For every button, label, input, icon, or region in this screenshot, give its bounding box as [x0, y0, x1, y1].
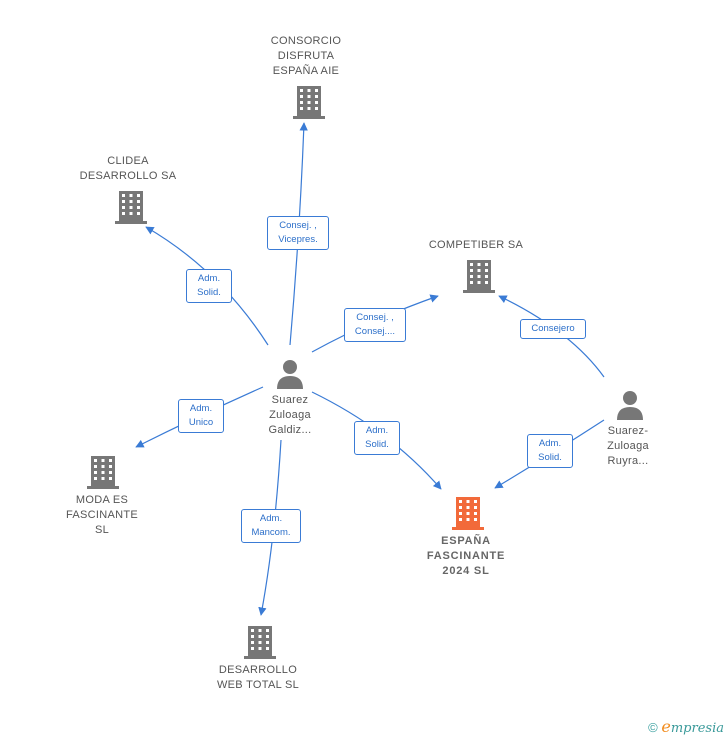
- brand-logo: empresia: [661, 717, 724, 736]
- edge-label-e2[interactable]: Adm. Solid.: [186, 269, 232, 303]
- person-icon[interactable]: [275, 358, 305, 390]
- edge-label-e3[interactable]: Consej. , Consej....: [344, 308, 406, 342]
- node-label-consorcio[interactable]: CONSORCIO DISFRUTA ESPAÑA AIE: [270, 35, 342, 77]
- edge-label-e1[interactable]: Consej. , Vicepres.: [267, 216, 329, 250]
- edge-label-e8[interactable]: Adm. Mancom.: [241, 509, 301, 543]
- building-icon[interactable]: [451, 495, 485, 531]
- person-icon[interactable]: [615, 389, 645, 421]
- copyright-symbol: ©: [648, 720, 658, 735]
- edge-label-e5[interactable]: Adm. Unico: [178, 399, 224, 433]
- edge-label-e4[interactable]: Consejero: [520, 319, 586, 339]
- building-icon[interactable]: [114, 189, 148, 225]
- building-icon[interactable]: [86, 454, 120, 490]
- footer-brand: © empresia: [648, 717, 724, 736]
- edge-label-e7[interactable]: Adm. Solid.: [527, 434, 573, 468]
- node-label-competiber[interactable]: COMPETIBER SA: [428, 239, 524, 251]
- node-label-moda[interactable]: MODA ES FASCINANTE SL: [65, 494, 139, 536]
- building-icon[interactable]: [243, 624, 277, 660]
- building-icon[interactable]: [292, 84, 326, 120]
- node-label-desarrollo-web[interactable]: DESARROLLO WEB TOTAL SL: [216, 664, 300, 691]
- node-label-suarez-ruyra[interactable]: Suarez- Zuloaga Ruyra...: [607, 425, 649, 467]
- node-label-clidea[interactable]: CLIDEA DESARROLLO SA: [79, 155, 177, 182]
- node-label-espana-fascinante[interactable]: ESPAÑA FASCINANTE 2024 SL: [426, 535, 506, 577]
- edge-label-e6[interactable]: Adm. Solid.: [354, 421, 400, 455]
- node-label-suarez-galdiz[interactable]: Suarez Zuloaga Galdiz...: [268, 394, 312, 436]
- building-icon[interactable]: [462, 258, 496, 294]
